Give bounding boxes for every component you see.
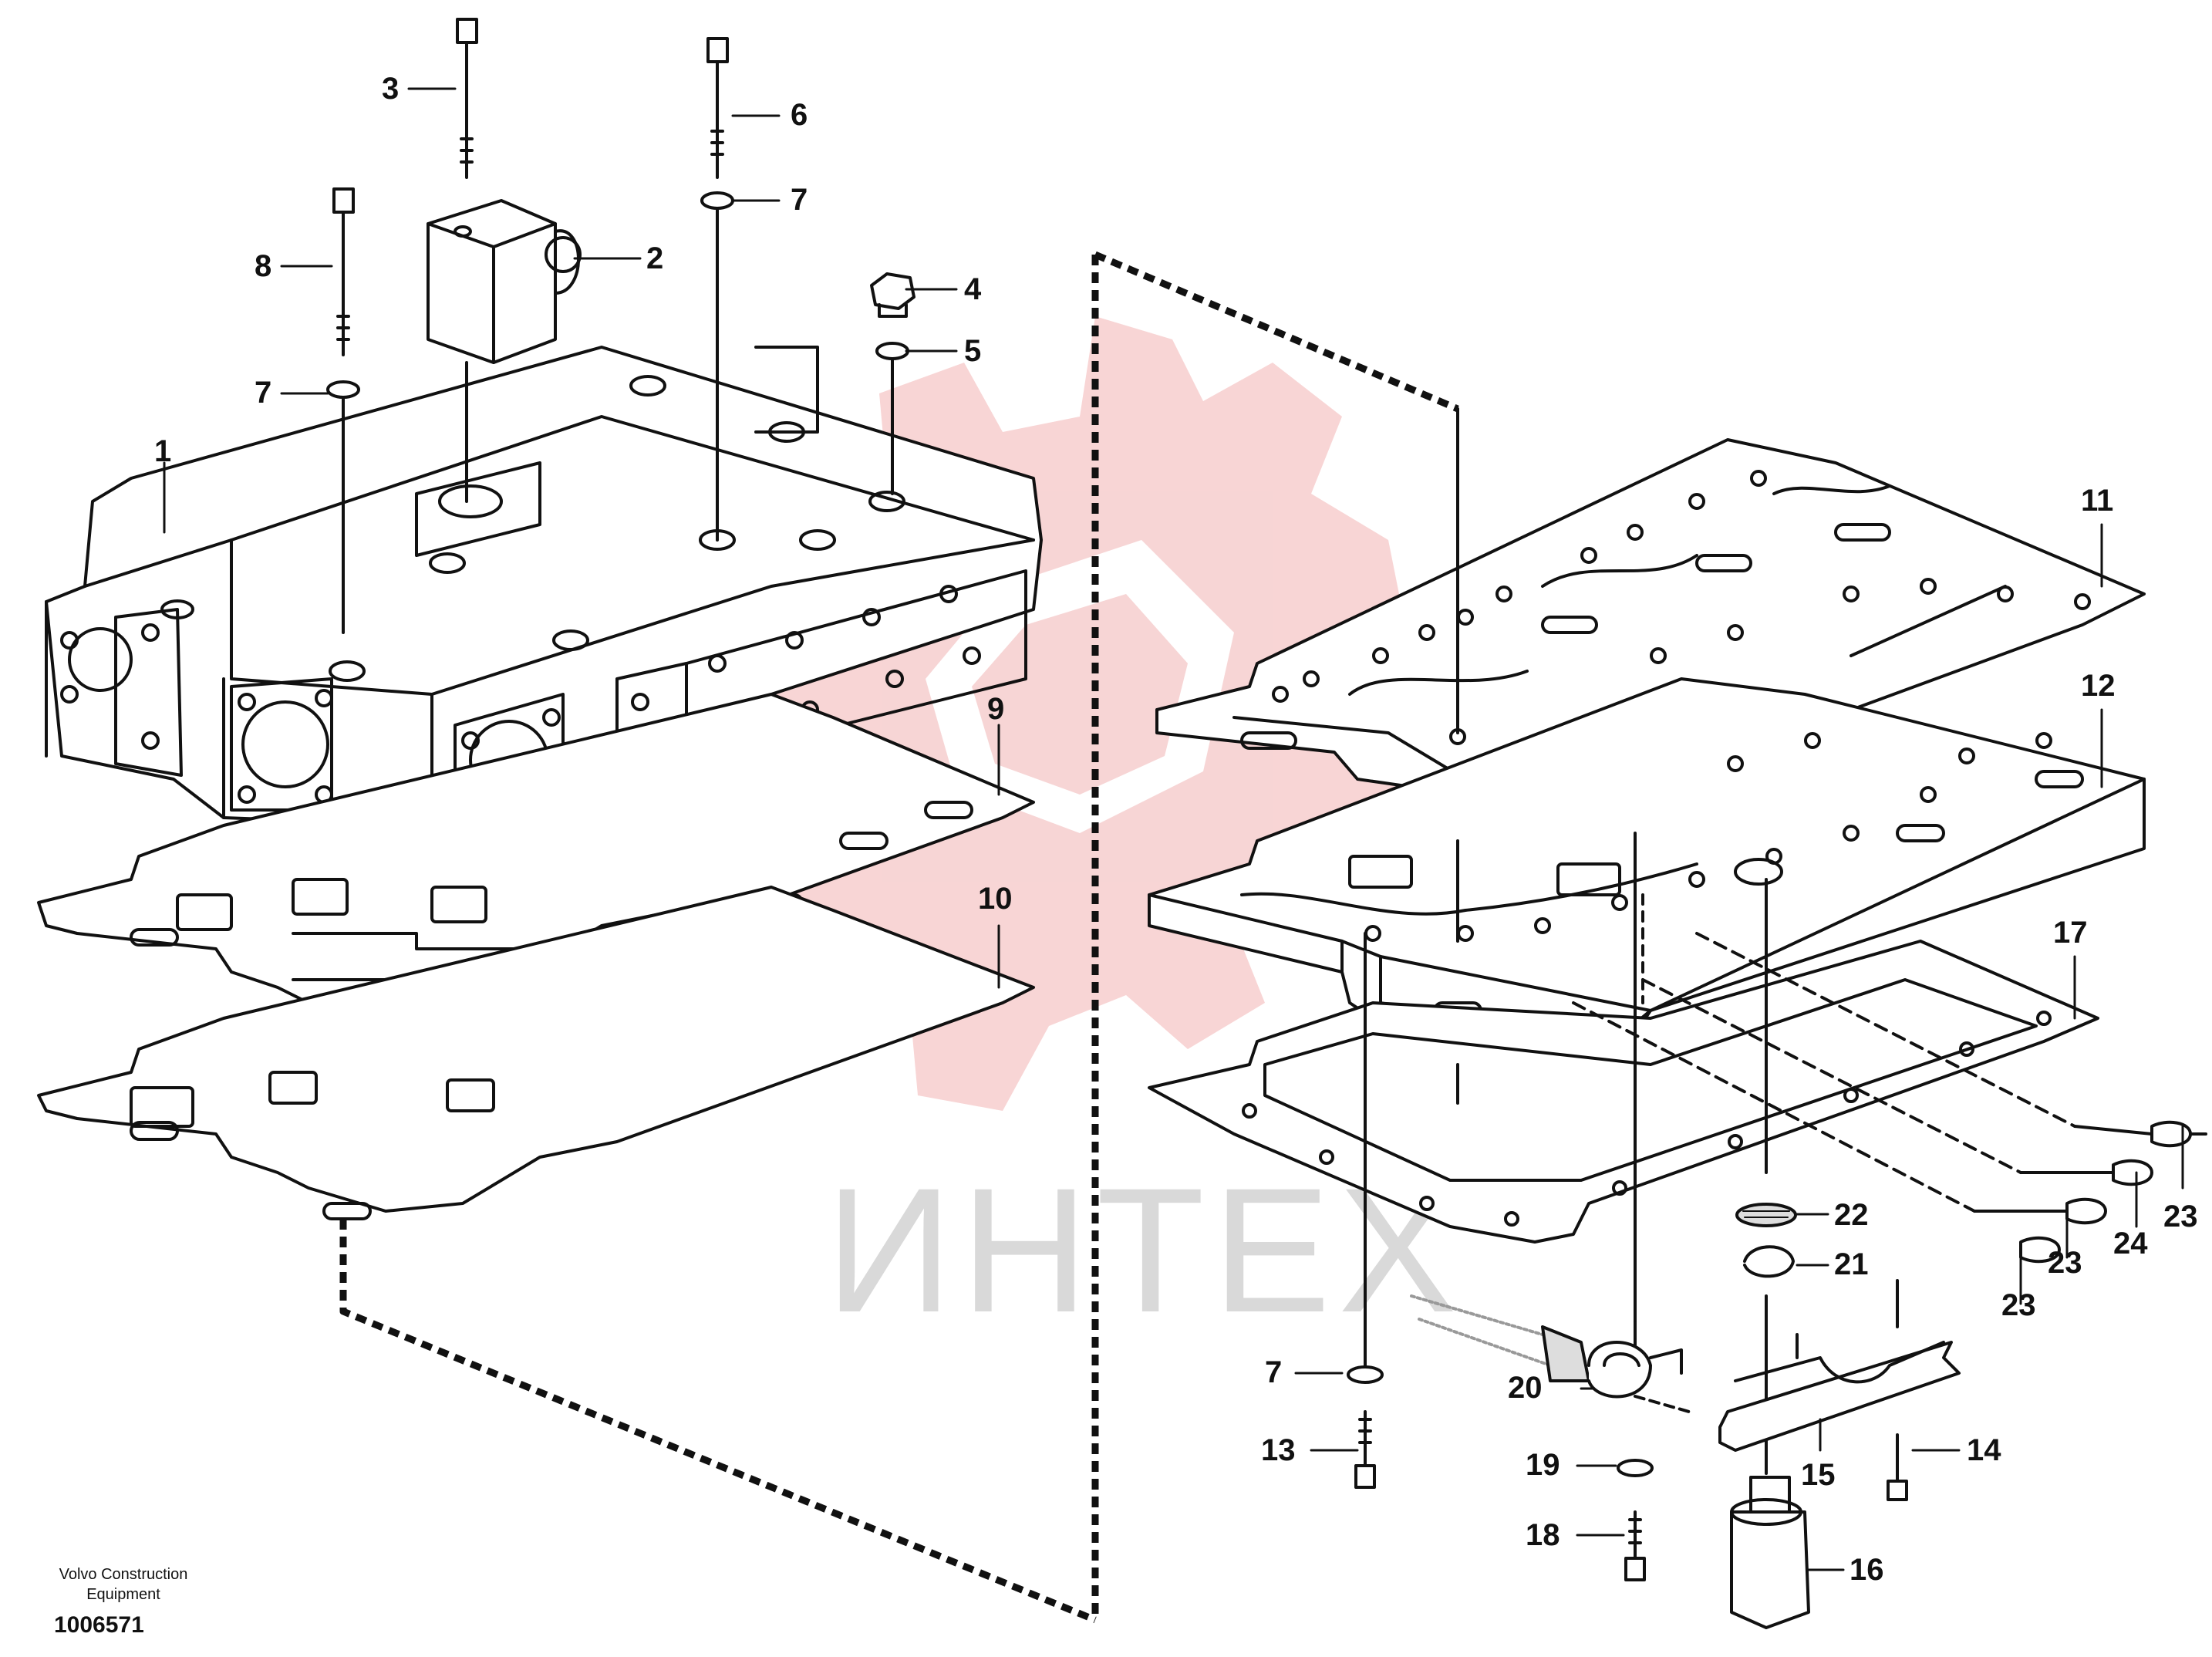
callout-7-top-right: 7 <box>791 183 808 217</box>
callout-7-bottom: 7 <box>1265 1355 1282 1389</box>
bolt-3 <box>456 18 478 179</box>
bolt-18 <box>1617 1459 1654 1581</box>
manufacturer-line-1: Volvo Construction <box>59 1566 188 1583</box>
callout-17: 17 <box>2053 916 2088 950</box>
callout-18: 18 <box>1526 1518 1560 1552</box>
callout-22: 22 <box>1834 1198 1869 1232</box>
callout-20: 20 <box>1508 1371 1543 1405</box>
manufacturer-line-2: Equipment <box>86 1586 160 1603</box>
callout-23-right: 23 <box>2163 1200 2198 1233</box>
snap-ring-21 <box>1743 1245 1795 1278</box>
callout-11: 11 <box>2081 484 2113 518</box>
callout-5: 5 <box>964 334 981 368</box>
strainer-22 <box>1735 1203 1797 1227</box>
right-axis-lines <box>1364 415 2076 1475</box>
bolt-14 <box>1887 1433 1908 1501</box>
dashed-connector <box>339 251 1459 1624</box>
drawing-number: 1006571 <box>54 1612 144 1638</box>
bolt-6 <box>700 37 734 542</box>
callout-16: 16 <box>1850 1553 1884 1587</box>
callout-9: 9 <box>987 692 1004 726</box>
callout-15: 15 <box>1801 1458 1836 1492</box>
callout-6: 6 <box>791 98 808 132</box>
callout-13: 13 <box>1261 1433 1296 1467</box>
cable-clip-20 <box>1410 1294 1691 1413</box>
callout-10: 10 <box>978 882 1013 916</box>
callout-1: 1 <box>154 434 171 468</box>
bracket-15 <box>1718 1279 1961 1452</box>
callout-3: 3 <box>382 72 399 106</box>
solenoid-valve <box>427 199 582 364</box>
callout-numbers: 3 2 6 7 4 5 8 7 1 9 10 11 12 17 23 24 23… <box>154 72 2198 1587</box>
callout-2: 2 <box>646 241 663 275</box>
manufacturer-label: Volvo Construction Equipment <box>31 1564 216 1605</box>
callout-21: 21 <box>1834 1247 1869 1281</box>
callout-24: 24 <box>2113 1227 2148 1260</box>
callout-7-left: 7 <box>255 376 271 410</box>
callout-4: 4 <box>964 272 982 306</box>
bolt-13 <box>1347 1365 1384 1489</box>
callout-leaders <box>163 87 2184 1571</box>
valve-housing <box>45 346 1043 827</box>
callout-14: 14 <box>1967 1433 2001 1467</box>
callout-19: 19 <box>1526 1448 1560 1482</box>
callout-12: 12 <box>2081 669 2116 703</box>
sensor-16 <box>1730 1476 1810 1629</box>
callout-23-left: 23 <box>2001 1288 2036 1322</box>
callout-23-middle: 23 <box>2048 1246 2082 1280</box>
callout-8: 8 <box>255 249 271 283</box>
bolts-23-24 <box>1973 1120 2207 1264</box>
gasket-10 <box>37 886 1035 1220</box>
